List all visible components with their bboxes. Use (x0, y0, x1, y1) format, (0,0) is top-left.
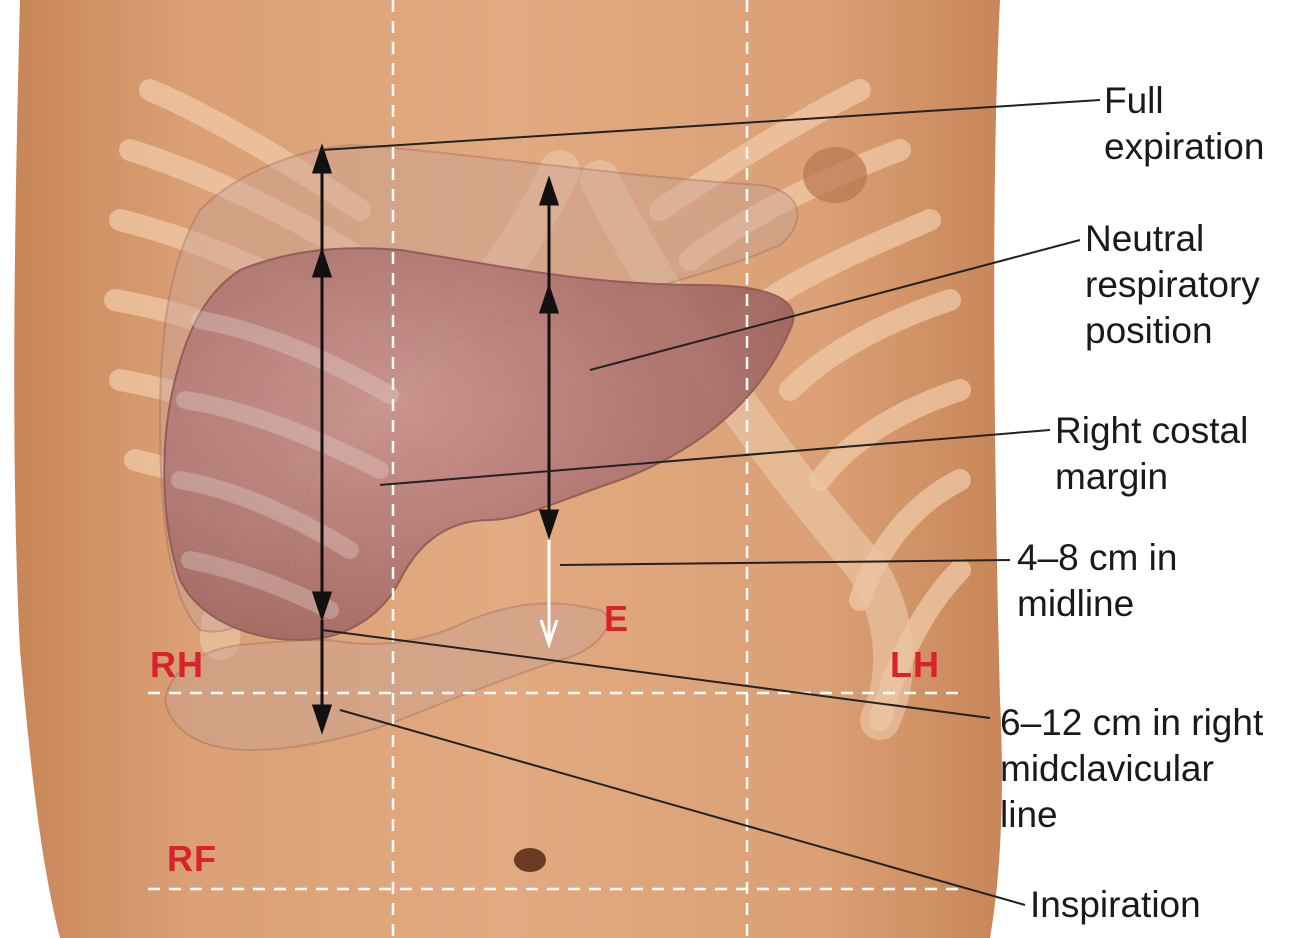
nipple (803, 147, 867, 203)
callout-line: 4–8 cm in (1017, 535, 1177, 581)
callout-line: line (1000, 792, 1263, 838)
callout-line: respiratory (1085, 262, 1260, 308)
callout-line: expiration (1104, 124, 1264, 170)
region-label-rh: RH (150, 644, 204, 686)
callout-mcl-span: 6–12 cm in right midclavicular line (1000, 700, 1263, 838)
callout-neutral-position: Neutral respiratory position (1085, 216, 1260, 354)
callout-line: Full (1104, 78, 1264, 124)
callout-line: position (1085, 308, 1260, 354)
callout-inspiration: Inspiration (1030, 882, 1201, 928)
region-label-rf: RF (167, 838, 217, 880)
callout-line: margin (1055, 454, 1248, 500)
region-label-lh: LH (890, 644, 940, 686)
callout-line: 6–12 cm in right (1000, 700, 1263, 746)
callout-full-expiration: Full expiration (1104, 78, 1264, 170)
callout-midline-span: 4–8 cm in midline (1017, 535, 1177, 627)
region-label-e: E (604, 598, 629, 640)
callout-line: Inspiration (1030, 882, 1201, 928)
navel (514, 848, 546, 872)
callout-line: midline (1017, 581, 1177, 627)
callout-line: Right costal (1055, 408, 1248, 454)
callout-line: Neutral (1085, 216, 1260, 262)
callout-right-costal-margin: Right costal margin (1055, 408, 1248, 500)
callout-line: midclavicular (1000, 746, 1263, 792)
